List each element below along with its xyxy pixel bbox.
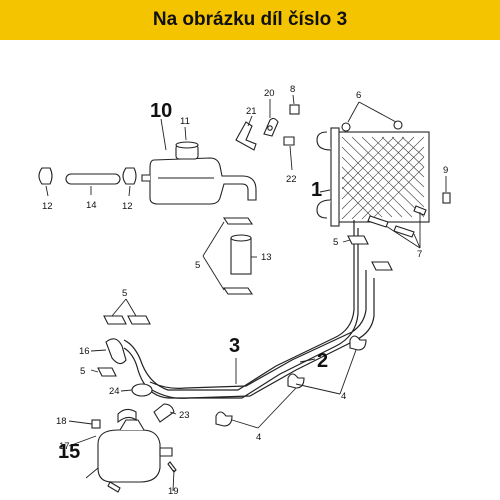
label-21: 21 <box>246 106 257 117</box>
expansion-tank <box>141 141 257 205</box>
label-19: 19 <box>168 486 179 497</box>
label-1: 1 <box>311 179 322 201</box>
label-8: 8 <box>290 84 295 95</box>
label-7: 7 <box>417 249 422 260</box>
radiator <box>316 127 430 227</box>
label-14: 14 <box>86 200 97 211</box>
label-10: 10 <box>150 100 172 122</box>
label-22: 22 <box>286 174 297 185</box>
label-4-bottom: 4 <box>256 432 261 443</box>
label-12-right: 12 <box>122 201 133 212</box>
clamps-left <box>103 315 151 325</box>
label-5-middle: 5 <box>195 260 200 271</box>
label-16: 16 <box>79 346 90 357</box>
part-number-labels: 1 2 3 10 15 4 4 5 5 5 5 6 7 8 9 11 12 12… <box>42 84 448 497</box>
label-15: 15 <box>58 441 80 463</box>
label-17: 17 <box>59 441 70 452</box>
label-2: 2 <box>317 350 328 372</box>
label-5-lower: 5 <box>80 366 85 377</box>
reservoir-15 <box>91 408 177 493</box>
label-6: 6 <box>356 90 361 101</box>
label-13: 13 <box>261 252 272 263</box>
label-24: 24 <box>109 386 120 397</box>
title-banner: Na obrázku díl číslo 3 <box>0 0 500 40</box>
label-3: 3 <box>229 335 240 357</box>
label-4-right: 4 <box>341 391 346 402</box>
banner-title: Na obrázku díl číslo 3 <box>152 9 348 30</box>
label-5-left: 5 <box>122 288 127 299</box>
label-11: 11 <box>180 116 190 127</box>
label-5-right: 5 <box>333 237 338 248</box>
short-hose-16 <box>97 338 153 397</box>
bracket-23 <box>153 403 175 423</box>
coolant-pipes <box>123 220 393 399</box>
label-9: 9 <box>443 165 448 176</box>
breather-hose <box>38 167 137 185</box>
radiator-screws <box>283 104 451 238</box>
label-23: 23 <box>179 410 190 421</box>
label-20: 20 <box>264 88 275 99</box>
hose-and-clamps-13 <box>222 217 254 295</box>
leader-lines <box>45 94 447 492</box>
label-12-left: 12 <box>42 201 53 212</box>
label-18: 18 <box>56 416 67 427</box>
mounting-brackets <box>235 117 279 151</box>
